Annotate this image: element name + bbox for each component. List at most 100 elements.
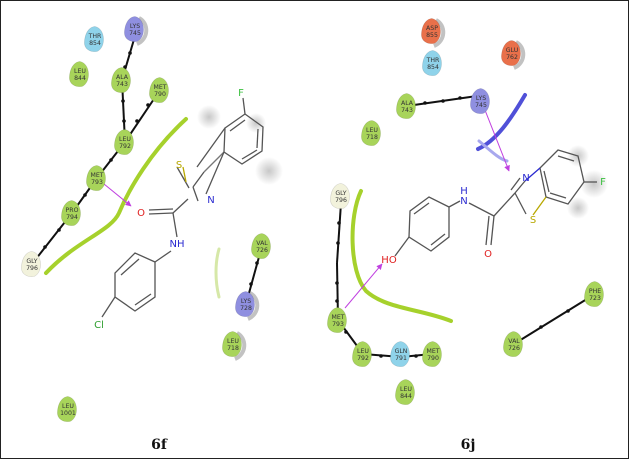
residue-name: ALA [116, 74, 129, 81]
pocket-outline [477, 139, 509, 163]
residue-number: 844 [400, 393, 412, 400]
residue-name: LEU [62, 403, 74, 410]
residue-number: 743 [116, 81, 128, 88]
pocket-outline [44, 117, 188, 275]
residue-name: LEU [227, 338, 239, 345]
atom-S: S [176, 160, 182, 171]
residue-bubble [352, 341, 372, 367]
residue-number: 854 [89, 40, 101, 47]
atom-H: H [460, 186, 468, 197]
ligand-6f-bonds [101, 97, 264, 318]
residue-name: THR [88, 33, 102, 40]
residue-number: 792 [357, 355, 369, 362]
residue-name: ASP [426, 25, 438, 32]
residue-name: VAL [256, 240, 268, 247]
residue-bubble [251, 233, 271, 259]
residue-name: PHE [589, 288, 601, 295]
ligand-6j-bonds [394, 149, 597, 257]
residue-number: 762 [506, 54, 518, 61]
panel-caption: 6f [151, 437, 168, 453]
atom-N: N [522, 173, 529, 184]
residue-number: 743 [401, 107, 413, 114]
residue-name: ALA [401, 100, 414, 107]
atom-O: O [137, 208, 145, 219]
residue-bubble [111, 67, 131, 93]
atom-O: O [484, 249, 492, 260]
residue-number: 790 [427, 355, 439, 362]
residue-bubble [69, 61, 89, 87]
residue-number: 844 [74, 75, 86, 82]
backbone-dots [43, 51, 259, 286]
hbond-arrow [344, 263, 383, 309]
atom-F: F [600, 177, 606, 188]
pocket-outline [350, 189, 453, 323]
residue-name: PRO [66, 207, 79, 214]
residue-bubble [422, 50, 442, 76]
residue-bubble [222, 331, 242, 357]
residue-bubble [503, 331, 523, 357]
residue-number: 726 [256, 247, 268, 254]
residue-name: MET [90, 172, 103, 179]
residue-number: 1001 [60, 410, 76, 417]
residue-bubble [501, 40, 521, 66]
hbond-arrow [103, 183, 132, 207]
atom-HO: HO [381, 255, 397, 266]
residue-name: LYS [130, 23, 140, 30]
residue-number: 855 [426, 32, 438, 39]
backbone-dots [335, 96, 570, 358]
residue-number: 796 [335, 197, 347, 204]
ligand-6f-atoms: F S N O NH Cl [94, 88, 244, 331]
atom-S: S [530, 215, 536, 226]
residue-name: THR [426, 57, 440, 64]
residue-bubble [84, 26, 104, 52]
residue-number: 793 [332, 321, 344, 328]
backbone-chain [31, 35, 263, 305]
residue-name: VAL [508, 338, 520, 345]
residue-bubble [584, 281, 604, 307]
residue-name: MET [331, 314, 344, 321]
residue-name: LEU [357, 348, 369, 355]
atom-F: F [238, 88, 244, 99]
residues-6j: ASP855THR854GLU762ALA743LYS745LEU718GLY7… [327, 18, 604, 405]
panel-caption: 6j [461, 437, 476, 453]
atom-N: N [207, 195, 214, 206]
residue-number: 745 [129, 30, 141, 37]
residue-number: 854 [427, 64, 439, 71]
residue-name: LEU [119, 136, 131, 143]
residue-name: LEU [366, 127, 378, 134]
atom-NH: NH [170, 239, 185, 250]
residue-bubble [327, 307, 347, 333]
residue-name: LYS [241, 298, 251, 305]
residue-name: GLY [335, 190, 346, 197]
hbond-arrow [482, 104, 510, 172]
residue-number: 793 [91, 179, 103, 186]
residue-number: 718 [366, 134, 378, 141]
pocket-outline [476, 93, 527, 151]
residue-name: GLU [506, 47, 518, 54]
ligand-6j-atoms: N F S O H N HO [381, 173, 606, 266]
residue-name: LEU [400, 386, 412, 393]
residue-bubble [421, 18, 441, 44]
residue-number: 718 [227, 345, 239, 352]
